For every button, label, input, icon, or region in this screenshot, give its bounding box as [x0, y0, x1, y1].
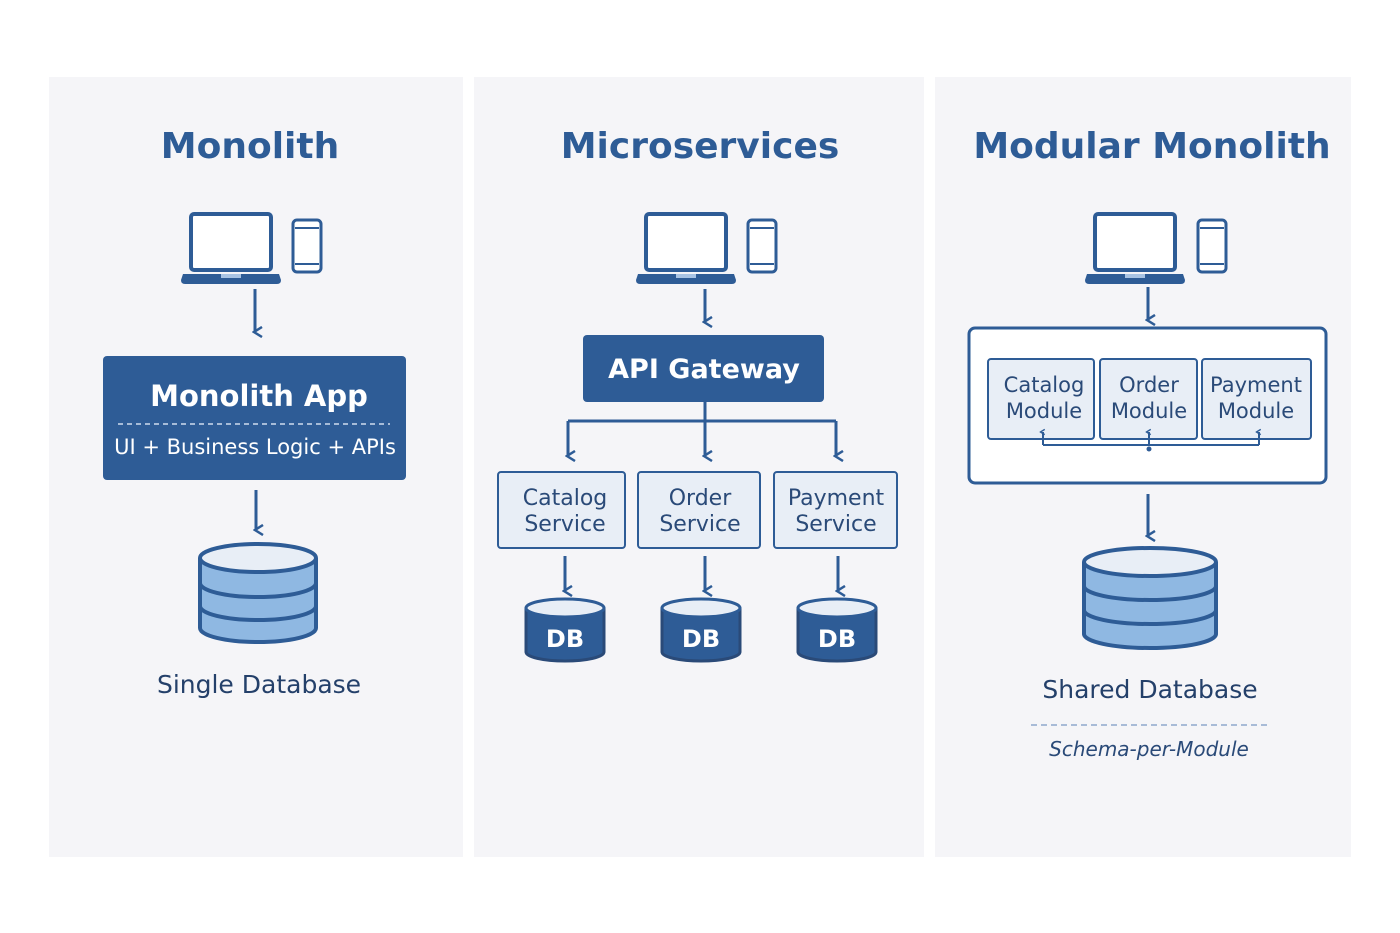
- monolith-app-box: Monolith App UI + Business Logic + APIs: [103, 356, 406, 480]
- order-module-line2: Module: [1111, 399, 1187, 423]
- monolith-panel: Monolith Monolith App UI + Business Logi…: [49, 77, 463, 857]
- payment-db-label: DB: [818, 625, 856, 653]
- laptop-icon: [1085, 212, 1185, 284]
- catalog-db-label: DB: [546, 625, 584, 653]
- modular-monolith-title: Modular Monolith: [973, 126, 1330, 167]
- single-database-caption: Single Database: [157, 670, 361, 699]
- catalog-module-box: Catalog Module: [987, 358, 1095, 440]
- order-module-line1: Order: [1119, 373, 1179, 397]
- payment-service-box: Payment Service: [773, 471, 898, 549]
- order-db-label: DB: [682, 625, 720, 653]
- laptop-icon: [636, 212, 736, 284]
- order-db-icon: DB: [660, 597, 742, 663]
- payment-module-box: Payment Module: [1201, 358, 1312, 440]
- order-module-box: Order Module: [1099, 358, 1198, 440]
- order-service-line2: Service: [659, 512, 740, 537]
- phone-icon: [1196, 218, 1228, 274]
- payment-module-line1: Payment: [1210, 373, 1302, 397]
- microservices-panel: Microservices API Gateway Catalo: [474, 77, 924, 857]
- catalog-service-box: Catalog Service: [497, 471, 626, 549]
- api-gateway-box: API Gateway: [583, 335, 824, 402]
- laptop-icon: [181, 212, 281, 284]
- catalog-module-line1: Catalog: [1004, 373, 1085, 397]
- catalog-module-line2: Module: [1006, 399, 1082, 423]
- order-service-line1: Order: [669, 486, 732, 511]
- payment-service-line1: Payment: [788, 486, 885, 511]
- catalog-service-line1: Catalog: [523, 486, 608, 511]
- schema-per-module-note: Schema-per-Module: [1049, 737, 1249, 761]
- microservices-title: Microservices: [561, 126, 840, 167]
- order-service-box: Order Service: [637, 471, 761, 549]
- shared-database-caption: Shared Database: [1042, 675, 1257, 704]
- modular-monolith-panel: Modular Monolith Catalog Module Order Mo…: [935, 77, 1351, 857]
- module-interconnect-lines: [1043, 432, 1259, 452]
- database-icon: [198, 542, 318, 644]
- database-icon: [1082, 546, 1218, 650]
- monolith-title: Monolith: [161, 126, 339, 167]
- payment-module-line2: Module: [1218, 399, 1294, 423]
- api-gateway-label: API Gateway: [608, 354, 800, 385]
- catalog-service-line2: Service: [524, 512, 605, 537]
- gateway-fanout-arrows: [568, 402, 836, 456]
- catalog-db-icon: DB: [524, 597, 606, 663]
- payment-service-line2: Service: [795, 512, 876, 537]
- monolith-app-subtitle: UI + Business Logic + APIs: [114, 435, 396, 459]
- phone-icon: [746, 218, 778, 274]
- phone-icon: [291, 218, 323, 274]
- payment-db-icon: DB: [796, 597, 878, 663]
- monolith-app-title: Monolith App: [150, 379, 368, 413]
